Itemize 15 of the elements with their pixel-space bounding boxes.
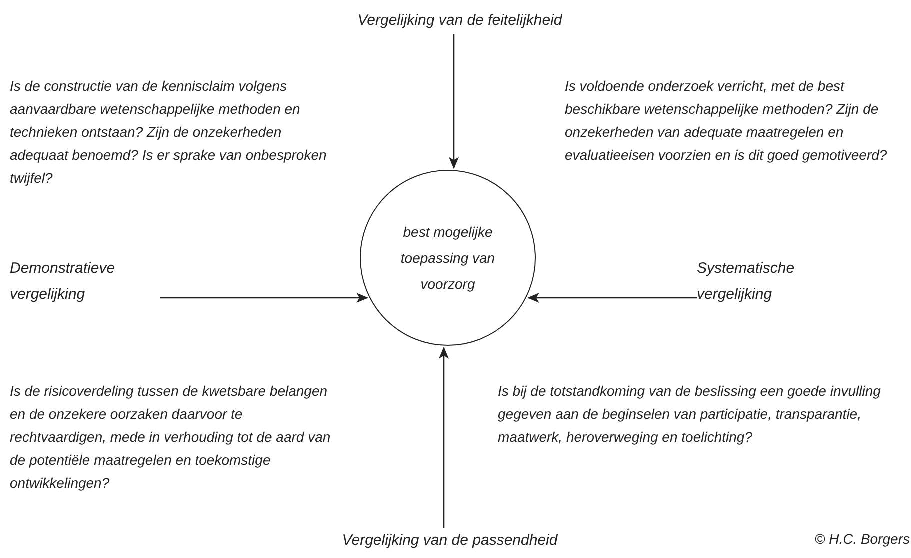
circle-label: best mogelijke toepassing van voorzorg xyxy=(400,223,496,294)
question-text: Is voldoende onderzoek verricht, met de best beschikbare wetenschappelijke methoden? Zijn de onzekerheden van adequate maatregelen en evaluatieeisen voorzien en is dit goed gemotiveerd? xyxy=(565,77,888,165)
arrow xyxy=(439,346,449,528)
arrow xyxy=(527,293,697,303)
comparison-label: Systematische vergelijking xyxy=(697,256,837,308)
question-text: Is de constructie van de kennisclaim volgens aanvaardbare wetenschappelijke methoden en technieken ontstaan? Zijn de onzekerheden adequaat benoemd? Is er sprake van onbesproken twijfel? xyxy=(10,77,328,188)
arrow xyxy=(160,293,369,303)
question-text: Is de risicoverdeling tussen de kwetsbare belangen en de onzekere oorzaken daarvoor te rechtvaardigen, mede in verhouding tot de aard van de potentiële maatregelen en toekomstige ontwikkelingen? xyxy=(10,382,332,493)
central-circle xyxy=(360,170,536,346)
question-text: Is bij de totstandkoming van de beslissing een goede invulling gegeven aan de beginselen van participatie, transparantie, maatwerk, heroverweging en toelichting? xyxy=(498,382,882,447)
copyright-note: © H.C. Borgers xyxy=(814,530,910,549)
comparison-label: Vergelijking van de passendheid xyxy=(320,528,580,554)
comparison-label: Vergelijking van de feitelijkheid xyxy=(330,8,590,34)
arrow xyxy=(449,34,459,170)
comparison-label: Demonstratieve vergelijking xyxy=(10,256,160,308)
